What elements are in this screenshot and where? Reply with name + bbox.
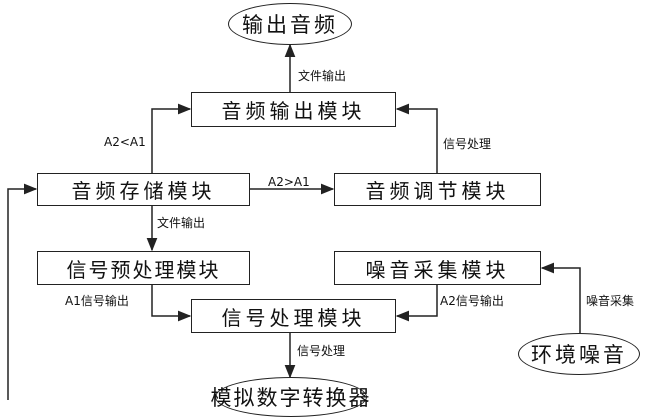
arrow-ambient-to-noise: [540, 262, 581, 333]
label-file-output-mid: 文件输出: [157, 216, 206, 230]
audio-storage-module: 音频存储模块: [37, 173, 250, 206]
label-a2-signal-out: A2信号输出: [440, 294, 504, 308]
label-a1-signal-out: A1信号输出: [65, 294, 129, 308]
arrow-noise-to-process: [395, 284, 438, 322]
arrow-feedback-to-storage: [7, 183, 38, 400]
label-noise-collect: 噪音采集: [586, 294, 635, 308]
ambient-noise-node: 环境噪音: [518, 333, 640, 375]
label-a2-lt-a1: A2<A1: [104, 135, 146, 149]
signal-preprocess-module: 信号预处理模块: [37, 251, 250, 285]
label-a2-gt-a1: A2>A1: [268, 175, 310, 189]
connector-lines: [7, 43, 581, 400]
signal-process-module: 信号处理模块: [191, 299, 396, 333]
audio-adjust-module: 音频调节模块: [334, 173, 541, 206]
noise-collect-module: 噪音采集模块: [334, 251, 541, 285]
adc-node: 模拟数字转换器: [211, 377, 370, 417]
label-file-output-top: 文件输出: [298, 69, 347, 83]
arrow-adjust-to-output: [395, 103, 438, 173]
arrow-storage-to-output: [151, 103, 192, 173]
label-signal-process-bottom: 信号处理: [297, 344, 346, 358]
arrow-preprocess-to-process: [151, 284, 192, 322]
audio-output-module: 音频输出模块: [191, 92, 396, 127]
output-audio-node: 输出音频: [228, 3, 352, 45]
label-signal-process-right: 信号处理: [443, 137, 492, 151]
